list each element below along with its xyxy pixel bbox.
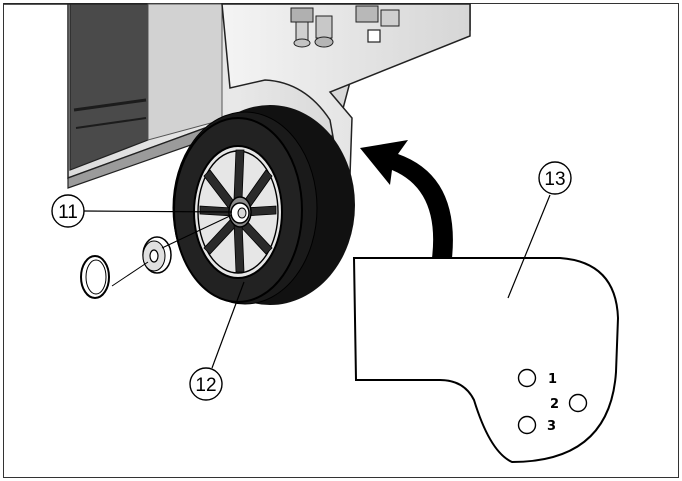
accessory-plate: 1 2 3 bbox=[352, 257, 620, 464]
callout-13: 13 bbox=[507, 161, 572, 299]
plate-hole bbox=[568, 393, 588, 413]
wheel-bracket bbox=[221, 3, 471, 179]
wheel bbox=[172, 105, 355, 305]
callout-11: 11 bbox=[51, 194, 233, 228]
bolt-icon bbox=[355, 5, 400, 27]
callout-12: 12 bbox=[189, 281, 245, 401]
washer bbox=[142, 236, 172, 274]
retaining-ring bbox=[80, 255, 110, 299]
bolt-icon bbox=[290, 7, 314, 48]
plate-position-label-3: 3 bbox=[547, 419, 556, 434]
plate-position-label-2: 2 bbox=[550, 397, 559, 412]
bolt-icon bbox=[314, 15, 334, 48]
plate-position-label-1: 1 bbox=[548, 372, 557, 387]
callout-13-label: 13 bbox=[544, 169, 565, 190]
assembly-axis-line bbox=[111, 214, 233, 287]
curved-arrow-icon bbox=[360, 140, 453, 258]
plate-hole bbox=[517, 368, 537, 388]
callout-11-label: 11 bbox=[58, 202, 78, 223]
plate-hole bbox=[517, 415, 537, 435]
square-mark-icon bbox=[367, 29, 381, 43]
callout-12-label: 12 bbox=[195, 375, 216, 396]
